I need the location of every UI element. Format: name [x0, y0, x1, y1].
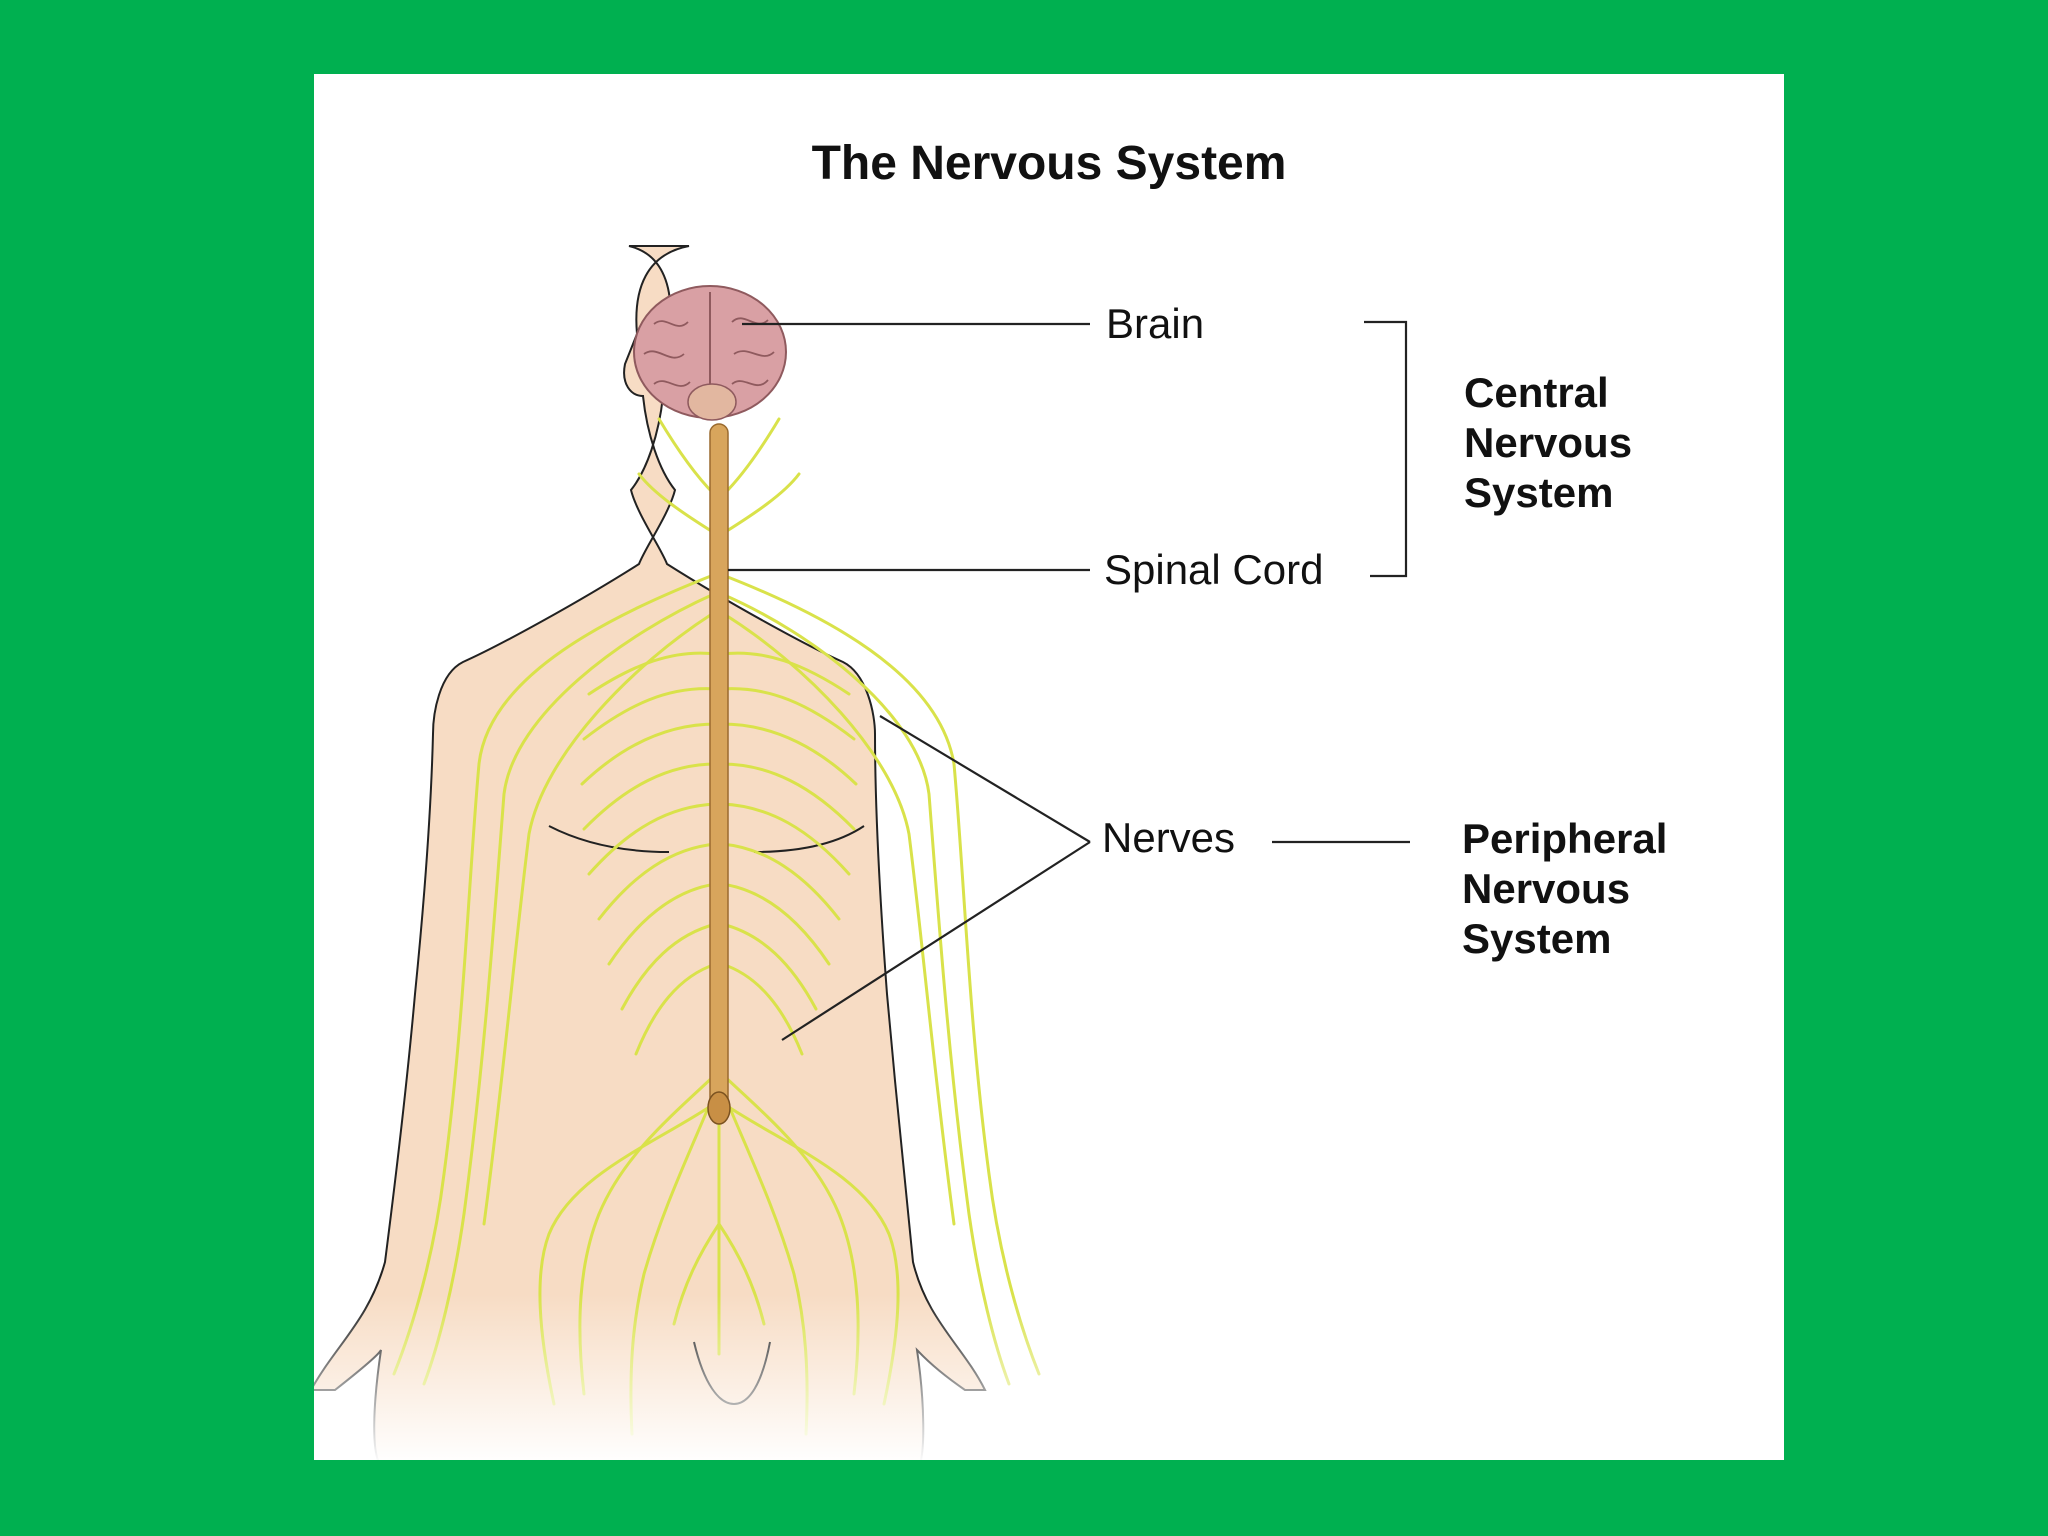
- cns-bracket: [1364, 322, 1406, 576]
- diagram-panel: The Nervous System Brain Spinal Cord Ner…: [314, 74, 1784, 1460]
- central-label-line-1: Central: [1464, 368, 1632, 418]
- nerves-leader-upper: [880, 716, 1090, 842]
- bottom-fade: [314, 1294, 1784, 1460]
- diagram-title: The Nervous System: [314, 136, 1784, 191]
- brain-label: Brain: [1106, 300, 1204, 348]
- central-nervous-system-label: Central Nervous System: [1464, 368, 1632, 518]
- nerves-label: Nerves: [1102, 814, 1235, 862]
- peripheral-label-line-2: Nervous: [1462, 864, 1667, 914]
- peripheral-label-line-1: Peripheral: [1462, 814, 1667, 864]
- spinal-cord-shape: [710, 424, 728, 1114]
- body-figure: [314, 246, 985, 1460]
- central-label-line-3: System: [1464, 468, 1632, 518]
- diagram-svg: [314, 74, 1784, 1460]
- brain-shape: [634, 286, 786, 420]
- central-label-line-2: Nervous: [1464, 418, 1632, 468]
- peripheral-nervous-system-label: Peripheral Nervous System: [1462, 814, 1667, 964]
- peripheral-label-line-3: System: [1462, 914, 1667, 964]
- spinal-cord-label: Spinal Cord: [1104, 546, 1323, 594]
- cauda-equina: [708, 1092, 730, 1124]
